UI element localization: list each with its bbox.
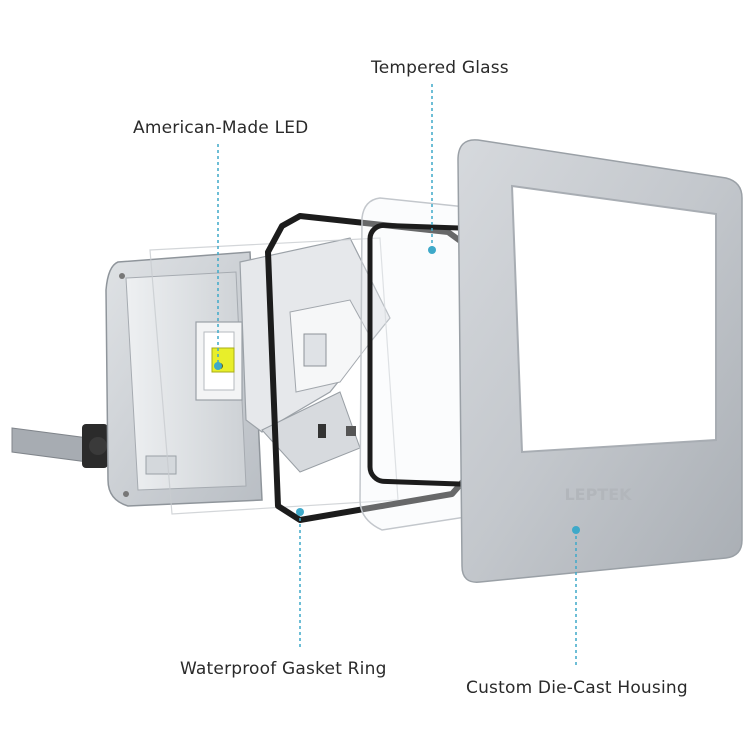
leader-dot-gasket <box>296 508 304 516</box>
callout-gasket-ring: Waterproof Gasket Ring <box>180 659 387 679</box>
callout-tempered-glass: Tempered Glass <box>371 58 509 78</box>
reflector-frame <box>239 237 391 473</box>
leader-dot-housing <box>572 526 580 534</box>
lens-plate <box>149 237 399 515</box>
callout-housing: Custom Die-Cast Housing <box>466 678 688 698</box>
leader-dot-led <box>214 362 222 370</box>
leader-lines <box>217 84 577 668</box>
leader-dot-glass <box>428 246 436 254</box>
brand-logo: LEPTEK <box>564 485 632 504</box>
die-cast-housing: LEPTEK <box>457 139 743 583</box>
led-module <box>195 321 243 401</box>
mounting-bracket <box>11 424 108 468</box>
callout-led: American-Made LED <box>133 118 309 138</box>
leader-dots <box>214 246 580 534</box>
